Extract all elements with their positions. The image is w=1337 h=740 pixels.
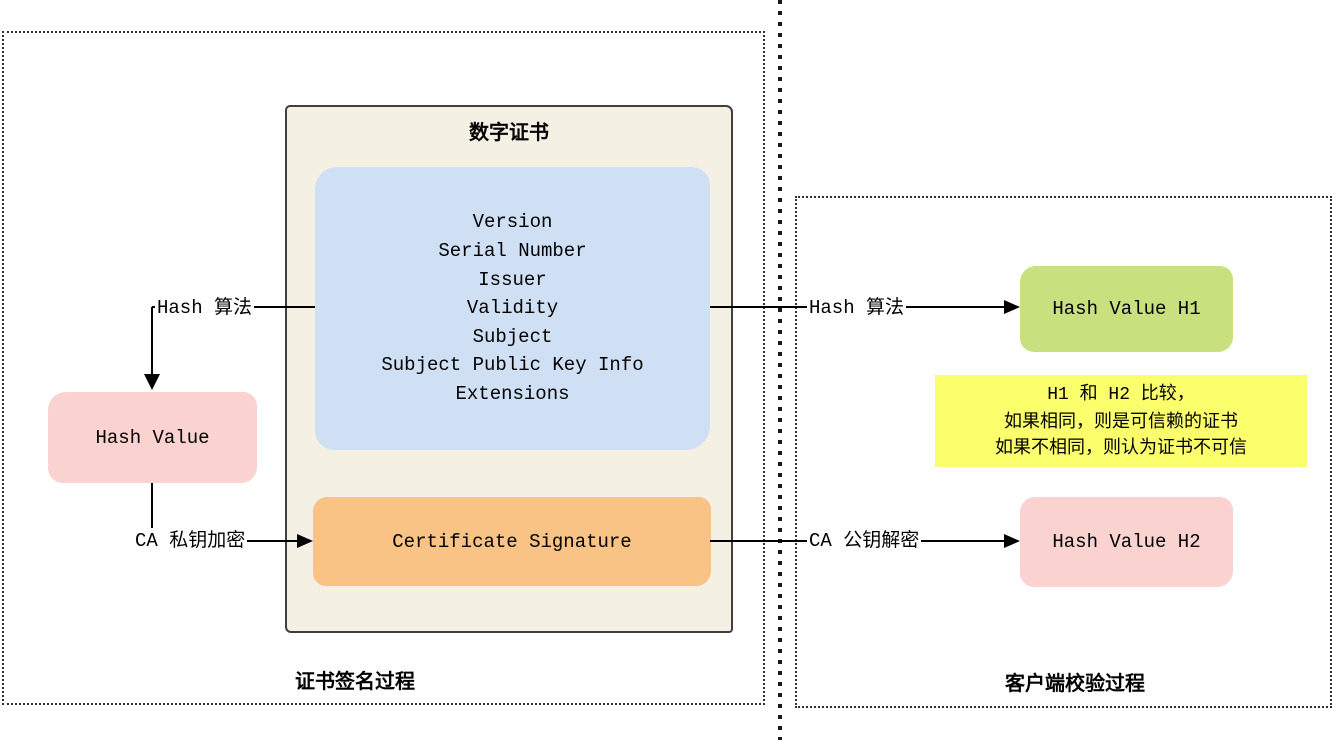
hash-value-box: Hash Value <box>48 392 257 483</box>
compare-note-box: H1 和 H2 比较， 如果相同，则是可信赖的证书 如果不相同，则认为证书不可信 <box>935 375 1307 467</box>
certificate-title: 数字证书 <box>469 122 549 144</box>
edge-ca-encrypt-vertical <box>151 483 153 541</box>
verification-process-region <box>795 196 1332 708</box>
field-version: Version <box>472 211 553 234</box>
hash-value-h1-label: Hash Value H1 <box>1052 298 1201 320</box>
certificate-fields-box: Version Serial Number Issuer Validity Su… <box>315 167 710 450</box>
compare-note-line1: H1 和 H2 比较， <box>1047 385 1195 405</box>
caption-verification-process: 客户端校验过程 <box>1005 673 1145 695</box>
compare-note-line2: 如果相同，则是可信赖的证书 <box>1004 411 1238 431</box>
field-extensions: Extensions <box>455 382 570 405</box>
section-divider-line <box>778 0 782 740</box>
arrowhead-right-h1-icon <box>1004 300 1020 314</box>
field-validity: Validity <box>466 297 559 320</box>
caption-signing-process: 证书签名过程 <box>295 671 415 693</box>
arrowhead-down-hash-value-icon <box>144 374 160 390</box>
hash-value-label: Hash Value <box>95 426 210 449</box>
edge-label-hash-algo-right: Hash 算法 <box>807 295 907 321</box>
hash-value-h1-box: Hash Value H1 <box>1020 266 1233 352</box>
edge-label-ca-decrypt: CA 公钥解密 <box>807 528 922 554</box>
field-subject: Subject <box>472 325 553 348</box>
field-issuer: Issuer <box>478 268 547 291</box>
certificate-signature-label: Certificate Signature <box>392 530 632 553</box>
arrowhead-right-signature-icon <box>297 534 313 548</box>
certificate-signature-box: Certificate Signature <box>313 497 711 586</box>
edge-label-hash-algo-left: Hash 算法 <box>155 295 255 321</box>
hash-value-h2-label: Hash Value H2 <box>1052 531 1201 553</box>
arrowhead-right-h2-icon <box>1004 534 1020 548</box>
signing-process-region <box>2 31 765 705</box>
compare-note-line3: 如果不相同，则认为证书不可信 <box>995 437 1247 457</box>
hash-value-h2-box: Hash Value H2 <box>1020 497 1233 587</box>
field-subject-public-key-info: Subject Public Key Info <box>381 354 644 377</box>
field-serial-number: Serial Number <box>438 240 587 263</box>
edge-label-ca-encrypt: CA 私钥加密 <box>133 528 248 554</box>
edge-hash-left-vertical <box>151 307 153 375</box>
